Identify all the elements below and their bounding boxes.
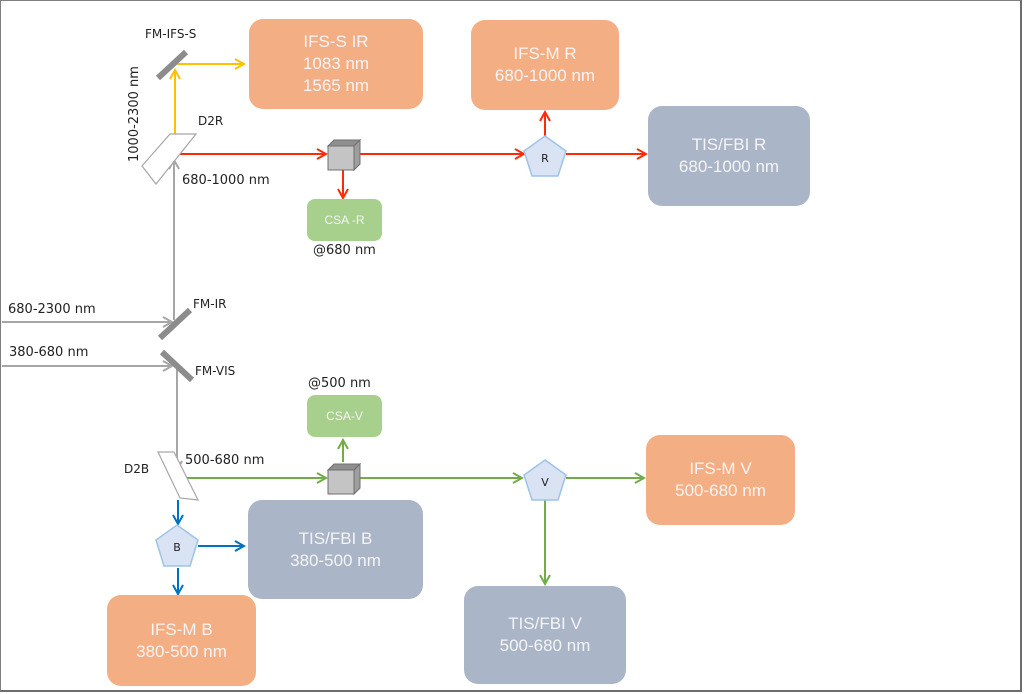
label-d2r: D2R	[198, 114, 224, 128]
label-fm-vis: FM-VIS	[195, 364, 236, 378]
label-d2b: D2B	[124, 462, 150, 476]
label-input-680-2300: 680-2300 nm	[8, 302, 96, 317]
label-input-380-680: 380-680 nm	[9, 345, 89, 360]
pentagon-b-label: B	[173, 541, 181, 554]
box-line: 1083 nm	[302, 54, 370, 73]
box-line: 500-680 nm	[499, 636, 591, 655]
mirror-fm-vis	[159, 349, 195, 383]
mirror-fm-ifs-s	[155, 49, 189, 81]
label-at-500: @500 nm	[308, 376, 371, 391]
box-tis-fbi-r: TIS/FBI R 680-1000 nm	[648, 106, 810, 206]
box-line: 380-500 nm	[136, 641, 227, 661]
pentagon-r	[523, 135, 567, 177]
box-line: 380-500 nm	[290, 550, 381, 570]
dichroic-d2r	[141, 133, 198, 185]
box-title: CSA-V	[326, 409, 363, 423]
cube-splitter-red	[326, 138, 362, 172]
box-title: TIS/FBI B	[298, 528, 373, 548]
box-title: IFS-M R	[513, 44, 577, 63]
box-line: 500-680 nm	[675, 481, 766, 500]
box-line: 680-1000 nm	[678, 157, 780, 176]
label-fm-ifs-s: FM-IFS-S	[145, 27, 197, 41]
dichroic-d2b	[157, 451, 200, 501]
box-line: 680-1000 nm	[494, 66, 596, 85]
box-line: 1565 nm	[302, 76, 370, 95]
label-range-680-1000: 680-1000 nm	[182, 173, 270, 188]
label-range-500-680: 500-680 nm	[185, 453, 265, 468]
box-csa-r: CSA -R	[307, 199, 382, 241]
box-ifs-s-ir: IFS-S IR 1083 nm 1565 nm	[249, 19, 423, 109]
pentagon-v	[523, 459, 567, 501]
box-title: IFS-M V	[689, 459, 752, 478]
mirror-fm-ir	[157, 307, 193, 341]
box-title: TIS/FBI V	[508, 614, 582, 633]
pentagon-v-label: V	[541, 476, 549, 489]
box-title: IFS-S IR	[303, 32, 369, 51]
pentagon-r-label: R	[541, 152, 549, 165]
cube-splitter-green	[326, 462, 362, 496]
pentagon-b	[155, 524, 199, 567]
label-fm-ir: FM-IR	[193, 297, 227, 311]
box-title: CSA -R	[324, 213, 365, 227]
box-tis-fbi-b: TIS/FBI B 380-500 nm	[248, 500, 423, 599]
box-title: IFS-M B	[150, 619, 213, 639]
box-tis-fbi-v: TIS/FBI V 500-680 nm	[464, 586, 626, 684]
box-title: TIS/FBI R	[691, 135, 767, 154]
box-csa-v: CSA-V	[307, 395, 382, 437]
box-ifs-m-v: IFS-M V 500-680 nm	[646, 435, 795, 525]
label-range-1000-2300: 1000-2300 nm	[127, 66, 142, 162]
box-ifs-m-r: IFS-M R 680-1000 nm	[471, 20, 619, 110]
label-at-680: @680 nm	[313, 243, 376, 258]
box-ifs-m-b: IFS-M B 380-500 nm	[107, 595, 256, 686]
